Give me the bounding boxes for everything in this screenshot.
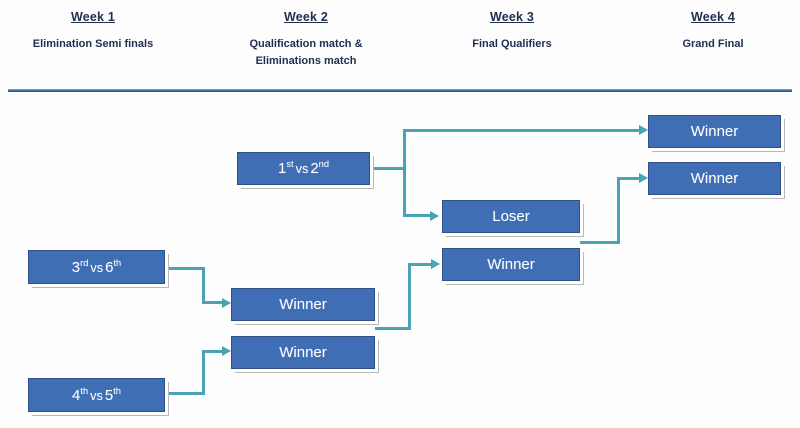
week-4-title: Week 4 [690,10,736,24]
node-label: Winner [690,170,739,187]
node-w3-loser[interactable]: Loser [442,200,580,233]
node-w2-winner-bottom[interactable]: Winner [231,336,375,369]
vs-text: vs [295,161,309,176]
connector-w3-stub [580,241,620,244]
column-header-week-4: Week 4 Grand Final [620,10,800,53]
connector-w2match-riser-down [403,167,406,217]
column-header-week-3: Week 3 Final Qualifiers [419,10,605,53]
connector-w1top-riser [202,267,205,304]
node-label: Winner [487,256,535,273]
seed-second-suffix: th [113,385,121,396]
connector-w2winners-riser [408,263,411,330]
seed-second: 6 [105,258,114,276]
node-label: Winner [279,344,327,361]
column-header-week-1: Week 1 Elimination Semi finals [0,10,186,53]
arrow-to-w3-loser [430,211,439,221]
seed-first: 3 [71,258,81,276]
node-w4-winner-bottom[interactable]: Winner [648,162,781,195]
seed-second: 5 [104,386,114,404]
week-4-subtitle: Grand Final [682,38,744,50]
arrow-to-w2-winner-bottom [222,346,231,356]
connector-w1bottom-riser [202,350,205,395]
column-header-week-2: Week 2 Qualification match & Elimination… [213,10,399,70]
connector-w3-to-w4bottom [617,177,643,180]
connector-w1top-to-w2winner [202,301,225,304]
week-3-subtitle: Final Qualifiers [472,38,552,50]
connector-w2match-stub [370,167,406,170]
connector-w1top-stub [165,267,205,270]
seed-first-suffix: st [286,159,294,169]
seed-second-suffix: nd [318,159,329,169]
connector-w2match-to-w4top [403,129,643,132]
arrow-to-w4-winner-top [639,125,648,135]
connector-w1bottom-stub [165,392,205,395]
week-2-subtitle: Qualification match & Eliminations match [249,38,363,67]
connector-w1bottom-to-w2winner [202,350,225,353]
week-1-title: Week 1 [70,10,116,24]
vs-text: vs [90,387,103,403]
week-1-subtitle: Elimination Semi finals [32,38,154,50]
connector-w2match-riser-up [403,129,406,170]
seed-first: 4 [72,386,81,404]
node-w4-winner-top[interactable]: Winner [648,115,781,148]
node-label: Winner [690,123,739,140]
node-w3-winner[interactable]: Winner [442,248,580,281]
seed-first: 1 [277,160,287,177]
connector-w2winners-to-w3winner [408,263,434,266]
seed-first-suffix: rd [80,257,89,268]
connector-w2match-to-loser [403,214,433,217]
vs-text: vs [90,259,104,275]
week-3-title: Week 3 [489,10,535,24]
arrow-to-w4-winner-bottom [639,173,648,183]
arrow-to-w2-winner-top [222,298,231,308]
seed-first-suffix: th [80,385,89,396]
connector-w3-riser [617,177,620,244]
header-divider [8,89,792,92]
node-w2-winner-top[interactable]: Winner [231,288,375,321]
seed-second-suffix: th [113,257,122,268]
arrow-to-w3-winner [431,259,440,269]
connector-w2winners-stub [375,327,411,330]
seed-second: 2 [310,160,319,177]
node-label: Winner [279,296,327,313]
node-label: Loser [492,208,530,225]
week-2-title: Week 2 [283,10,329,24]
